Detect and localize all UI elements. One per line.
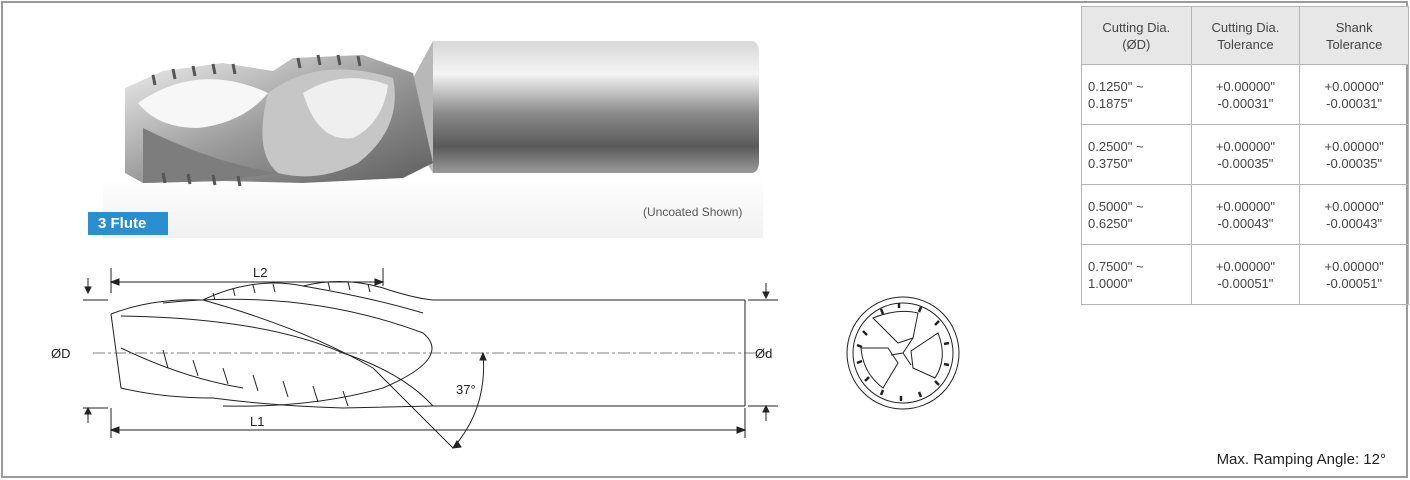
cut-tol-cell: +0.00000" -0.00035" bbox=[1190, 124, 1301, 185]
range-end: 0.3750" bbox=[1088, 155, 1133, 171]
dia-range-cell: 0.2500" ~ 0.3750" bbox=[1081, 124, 1192, 185]
header-line: Cutting Dia. bbox=[1211, 19, 1280, 35]
helix-angle-label: 37° bbox=[456, 382, 476, 397]
range-start: 0.5000" ~ bbox=[1088, 198, 1144, 214]
dia-range-cell: 0.5000" ~ 0.6250" bbox=[1081, 184, 1192, 245]
header-line: Shank bbox=[1335, 19, 1373, 35]
header-shank-tolerance: Shank Tolerance bbox=[1299, 6, 1409, 65]
cut-tol-cell: +0.00000" -0.00031" bbox=[1190, 64, 1301, 125]
header-line: (ØD) bbox=[1122, 36, 1151, 52]
tol-minus: -0.00031" bbox=[1326, 95, 1383, 111]
end-view-drawing bbox=[846, 296, 960, 410]
range-start: 0.1250" ~ bbox=[1088, 78, 1144, 94]
shank-tol-cell: +0.00000" -0.00035" bbox=[1299, 124, 1409, 185]
tol-minus: -0.00035" bbox=[1326, 155, 1383, 171]
tol-minus: -0.00043" bbox=[1326, 215, 1383, 231]
tol-plus: +0.00000" bbox=[1215, 138, 1276, 154]
tol-minus: -0.00043" bbox=[1217, 215, 1274, 231]
tol-plus: +0.00000" bbox=[1324, 78, 1384, 94]
header-cutting-dia: Cutting Dia. (ØD) bbox=[1081, 6, 1192, 65]
range-start: 0.2500" ~ bbox=[1088, 138, 1144, 154]
tol-minus: -0.00035" bbox=[1217, 155, 1274, 171]
l2-label: L2 bbox=[253, 265, 267, 280]
tol-minus: -0.00051" bbox=[1217, 275, 1274, 291]
range-start: 0.7500" ~ bbox=[1088, 258, 1144, 274]
range-end: 0.1875" bbox=[1088, 95, 1133, 111]
shank-dia-label: Ød bbox=[755, 346, 772, 361]
tol-plus: +0.00000" bbox=[1215, 78, 1276, 94]
tol-plus: +0.00000" bbox=[1324, 138, 1384, 154]
technical-drawing: L2 L1 ØD Ød 37° bbox=[51, 265, 778, 449]
end-mill-photo bbox=[103, 33, 763, 238]
l1-label: L1 bbox=[250, 414, 264, 429]
table-row: 0.2500" ~ 0.3750" +0.00000" -0.00035" +0… bbox=[1081, 124, 1409, 185]
tol-plus: +0.00000" bbox=[1215, 258, 1276, 274]
table-row: 0.5000" ~ 0.6250" +0.00000" -0.00043" +0… bbox=[1081, 184, 1409, 245]
cut-tol-cell: +0.00000" -0.00051" bbox=[1190, 244, 1301, 305]
end-mill-photo-graphic bbox=[125, 41, 759, 187]
table-row: 0.1250" ~ 0.1875" +0.00000" -0.00031" +0… bbox=[1081, 64, 1409, 125]
cut-tol-cell: +0.00000" -0.00043" bbox=[1190, 184, 1301, 245]
range-end: 0.6250" bbox=[1088, 215, 1133, 231]
dia-range-cell: 0.7500" ~ 1.0000" bbox=[1081, 244, 1192, 305]
table-row: 0.7500" ~ 1.0000" +0.00000" -0.00051" +0… bbox=[1081, 244, 1409, 305]
flute-count-badge: 3 Flute bbox=[88, 212, 168, 235]
shank-tol-cell: +0.00000" -0.00043" bbox=[1299, 184, 1409, 245]
tol-plus: +0.00000" bbox=[1324, 258, 1384, 274]
tol-plus: +0.00000" bbox=[1324, 198, 1384, 214]
tolerance-table: Cutting Dia. (ØD) Cutting Dia. Tolerance… bbox=[1081, 6, 1409, 305]
max-ramping-angle-note: Max. Ramping Angle: 12° bbox=[1216, 451, 1386, 468]
uncoated-note: (Uncoated Shown) bbox=[643, 205, 743, 219]
header-line: Tolerance bbox=[1325, 36, 1383, 52]
shank-tol-cell: +0.00000" -0.00051" bbox=[1299, 244, 1409, 305]
header-cutting-dia-tolerance: Cutting Dia. Tolerance bbox=[1190, 6, 1301, 65]
tol-plus: +0.00000" bbox=[1215, 198, 1276, 214]
header-line: Cutting Dia. bbox=[1102, 19, 1171, 35]
header-line: Tolerance bbox=[1217, 36, 1274, 52]
tol-minus: -0.00051" bbox=[1326, 275, 1383, 291]
table-header-row: Cutting Dia. (ØD) Cutting Dia. Tolerance… bbox=[1081, 6, 1409, 65]
tol-minus: -0.00031" bbox=[1217, 95, 1274, 111]
cut-dia-label: ØD bbox=[51, 346, 71, 361]
dia-range-cell: 0.1250" ~ 0.1875" bbox=[1081, 64, 1192, 125]
range-end: 1.0000" bbox=[1088, 275, 1133, 291]
shank-tol-cell: +0.00000" -0.00031" bbox=[1299, 64, 1409, 125]
